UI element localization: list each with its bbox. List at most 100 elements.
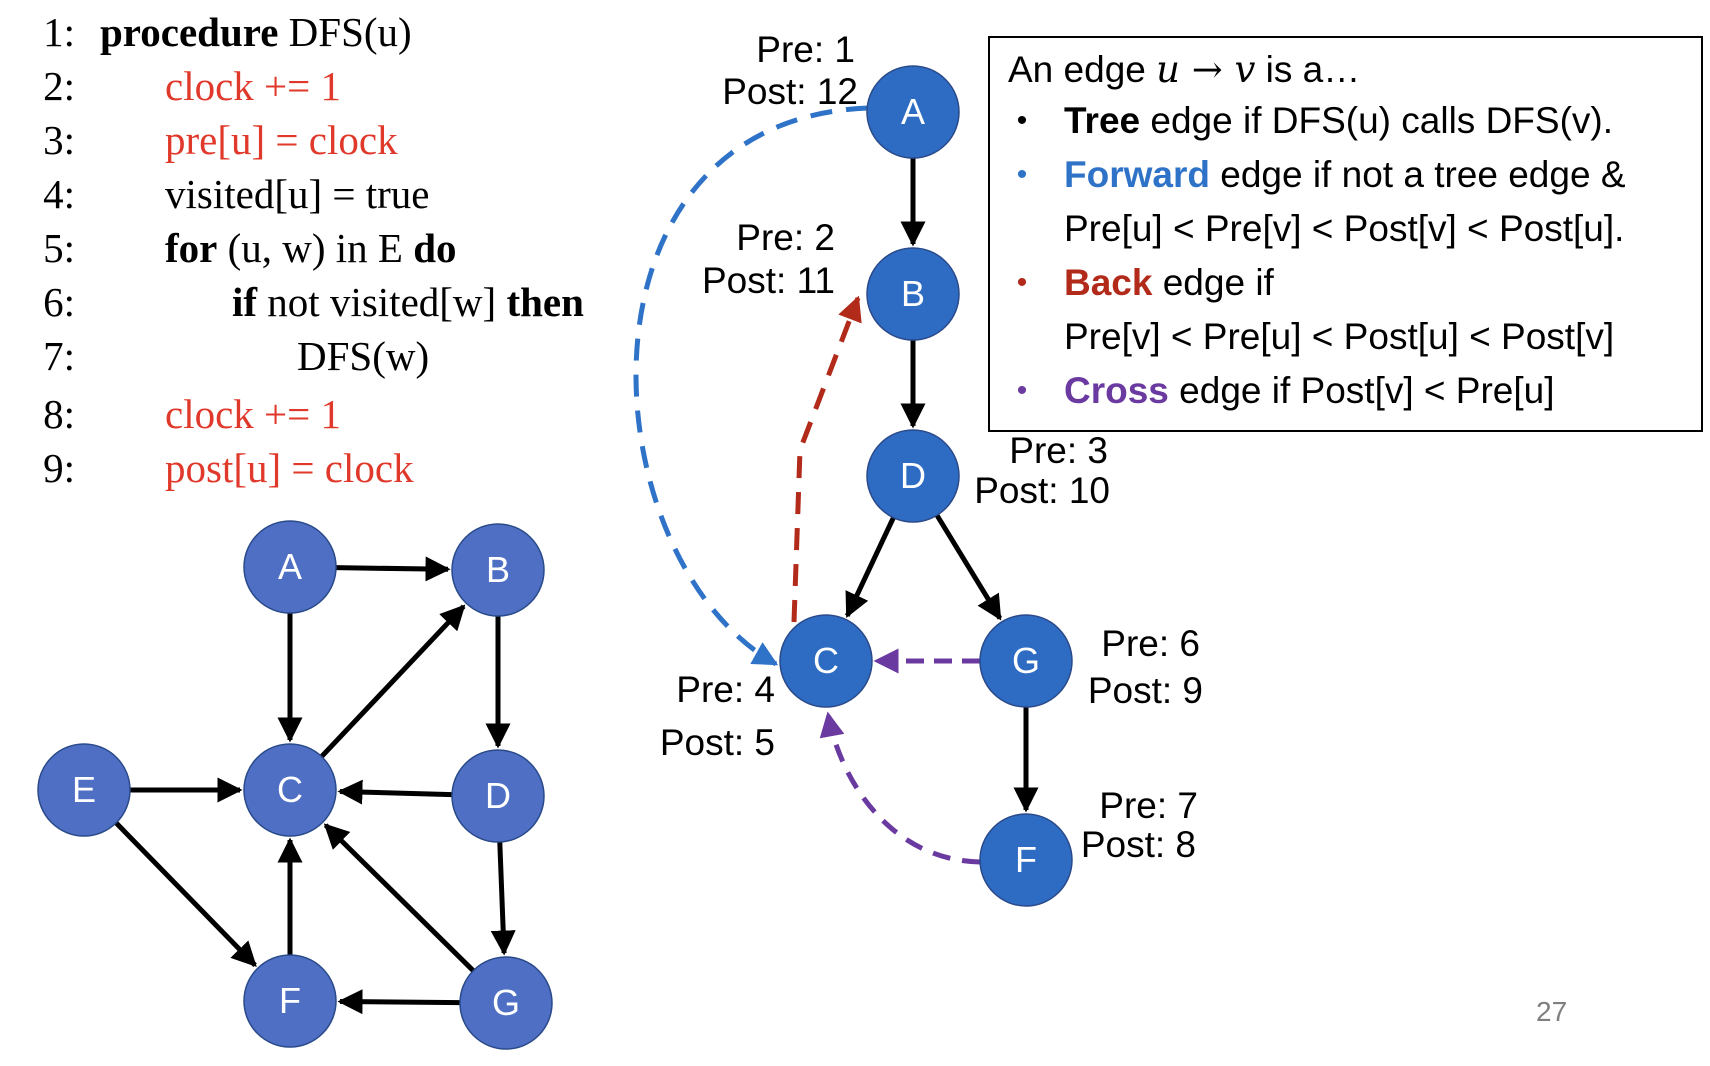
legend-intro-math: u → v	[1156, 48, 1256, 91]
post-label-C: Post: 5	[660, 722, 775, 763]
post-label-B: Post: 11	[702, 260, 835, 301]
pre-label-C: Pre: 4	[676, 669, 775, 710]
tree-edge-D-G	[934, 513, 1003, 621]
node-circle	[243, 743, 337, 837]
node-circle	[459, 956, 553, 1050]
cross-edge-label: Cross	[1064, 370, 1169, 411]
node-label: C	[813, 640, 839, 681]
back-edge-C-B	[791, 295, 862, 623]
code-line: if not visited[w] then	[232, 278, 584, 326]
post-label-G: Post: 9	[1088, 670, 1203, 711]
code-token: DFS	[297, 333, 373, 379]
code-line: for (u, w) in E do	[165, 224, 457, 272]
edge-D-C	[337, 779, 453, 805]
legend-intro-suffix: is a…	[1255, 49, 1361, 90]
edge-A-B	[335, 556, 451, 582]
node-label: G	[1012, 640, 1040, 681]
line-number: 2:	[43, 63, 75, 109]
node-label: D	[900, 455, 926, 496]
tree-bullet: •	[1016, 104, 1028, 137]
legend-cross: Cross edge if Post[v] < Pre[u]	[1064, 370, 1555, 412]
node-label: C	[277, 769, 303, 810]
page-number: 27	[1536, 996, 1568, 1027]
code-token: DFS	[288, 9, 364, 55]
node-circle	[866, 429, 960, 523]
code-token: for	[165, 225, 218, 271]
legend-back: Back edge if	[1064, 262, 1274, 304]
edge-G-C	[323, 823, 476, 973]
edge-E-F	[114, 821, 257, 968]
back-edge-condition: Pre[v] < Pre[u] < Post[u] < Post[v]	[1064, 316, 1615, 357]
code-line: procedure DFS(u)	[100, 8, 412, 56]
node-label: E	[72, 769, 96, 810]
forward-edge-text: edge if not a tree edge &	[1209, 154, 1626, 195]
forward-edge-A-C	[633, 105, 869, 667]
line-number: 3:	[43, 117, 75, 163]
node-circle	[243, 954, 337, 1048]
line-number: 9:	[43, 445, 75, 491]
tree-edge-D-C	[845, 516, 896, 619]
code-line: DFS(w)	[297, 332, 429, 380]
legend-forward: Forward edge if not a tree edge &	[1064, 154, 1626, 196]
cross-edge-text: edge if Post[v] < Pre[u]	[1168, 370, 1555, 411]
pre-label-B: Pre: 2	[736, 217, 835, 258]
node-label: D	[485, 775, 511, 816]
node-C: C	[243, 743, 337, 837]
code-line: visited[u] = true	[165, 170, 430, 218]
code-line: pre[u] = clock	[165, 116, 398, 164]
node-circle	[979, 813, 1073, 907]
code-line: clock += 1	[165, 62, 341, 110]
node-label: G	[492, 982, 520, 1023]
node-circle	[779, 614, 873, 708]
forward-bullet: •	[1016, 158, 1028, 191]
node-F: F	[979, 813, 1073, 907]
node-B: B	[451, 523, 545, 617]
node-G: G	[459, 956, 553, 1050]
code-token: not visited[w]	[257, 279, 507, 325]
line-number: 6:	[43, 279, 75, 325]
legend-tree: Tree edge if DFS(u) calls DFS(v).	[1064, 100, 1613, 142]
code-token: clock += 1	[165, 391, 342, 437]
node-D: D	[866, 429, 960, 523]
code-token: pre[u] = clock	[165, 117, 398, 163]
node-label: B	[486, 549, 510, 590]
cross-edge-F-C	[819, 711, 981, 865]
code-token: post[u] = clock	[165, 445, 414, 491]
pre-label-F: Pre: 7	[1099, 785, 1198, 826]
node-circle	[243, 520, 337, 614]
node-label: A	[278, 546, 302, 587]
code-token: do	[413, 225, 457, 271]
node-label: B	[901, 273, 925, 314]
code-line: post[u] = clock	[165, 444, 414, 492]
forward-edge-label: Forward	[1064, 154, 1210, 195]
node-C: C	[779, 614, 873, 708]
pre-label-D: Pre: 3	[1009, 430, 1108, 471]
node-label: F	[1015, 839, 1037, 880]
node-G: G	[979, 614, 1073, 708]
node-circle	[866, 247, 960, 341]
original-graph: A B C D E F G	[37, 520, 553, 1050]
tree-edge-label: Tree	[1064, 100, 1141, 141]
node-label: F	[279, 980, 301, 1021]
code-line: clock += 1	[165, 390, 341, 438]
line-number: 7:	[43, 333, 75, 379]
post-label-F: Post: 8	[1081, 824, 1196, 865]
pre-label-A: Pre: 1	[756, 29, 855, 70]
node-E: E	[37, 743, 131, 837]
node-A: A	[866, 65, 960, 159]
code-token: clock += 1	[165, 63, 342, 109]
forward-edge-condition: Pre[u] < Pre[v] < Post[v] < Post[u].	[1064, 208, 1625, 249]
node-circle	[451, 749, 545, 843]
code-token: (u, w) in E	[217, 225, 414, 271]
line-number: 4:	[43, 171, 75, 217]
code-token: visited[u] = true	[165, 171, 430, 217]
code-token: then	[506, 279, 584, 325]
node-circle	[866, 65, 960, 159]
post-label-A: Post: 12	[722, 71, 858, 112]
cross-bullet: •	[1016, 374, 1028, 407]
code-token: (w)	[372, 333, 430, 379]
edge-C-B	[319, 604, 466, 759]
line-number: 5:	[43, 225, 75, 271]
